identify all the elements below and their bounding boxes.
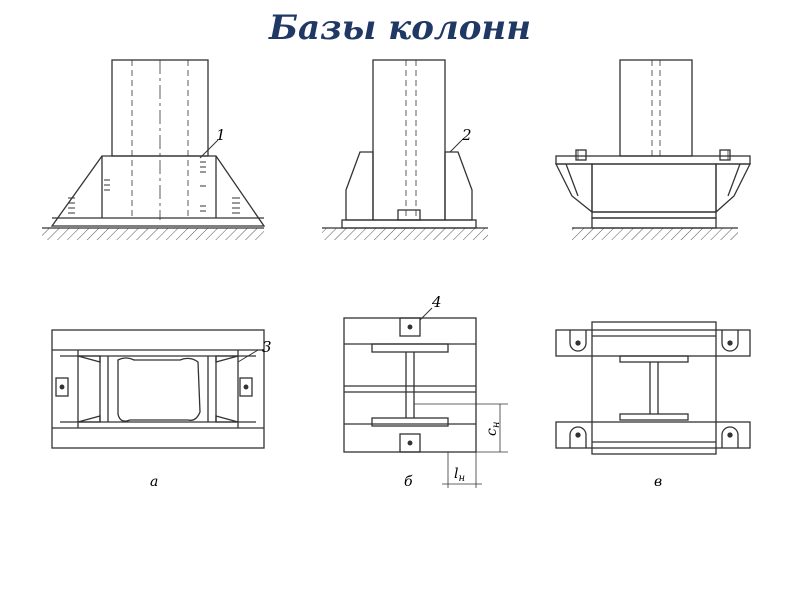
caption-a: а	[150, 474, 158, 490]
base-plate-b	[341, 219, 477, 229]
callout-4: 4	[431, 293, 442, 311]
base-v-plan	[555, 321, 751, 455]
callout-1: 1	[216, 126, 226, 144]
traverse-bottom-v-plan	[555, 421, 751, 449]
column-b	[372, 59, 446, 221]
dim-l-label: lн	[454, 466, 465, 484]
base-plate-b-plan	[343, 317, 477, 453]
callout-3: 3	[262, 338, 272, 356]
traverse-a	[50, 155, 266, 227]
base-a-elevation	[42, 59, 266, 240]
callout-2: 2	[461, 126, 472, 144]
base-plate-v	[591, 217, 717, 229]
column-section-a	[117, 357, 201, 422]
rib-left-b	[345, 151, 374, 221]
slide-title: Базы колонн	[268, 8, 532, 48]
ground-hatch-a	[42, 228, 264, 240]
base-v-elevation	[554, 59, 752, 240]
dim-c-label: cн	[484, 422, 502, 436]
base-a-plan	[51, 329, 265, 449]
caption-v: в	[654, 474, 662, 490]
ground-hatch-v	[572, 228, 738, 240]
base-plate-a-plan	[51, 329, 265, 449]
column-v	[619, 59, 693, 157]
caption-b: б	[404, 474, 413, 490]
rib-right-b	[444, 151, 473, 221]
base-b-plan	[343, 307, 508, 488]
base-b-elevation	[322, 59, 488, 240]
traverse-top-v-plan	[555, 329, 751, 357]
ground-hatch-b	[322, 228, 488, 240]
